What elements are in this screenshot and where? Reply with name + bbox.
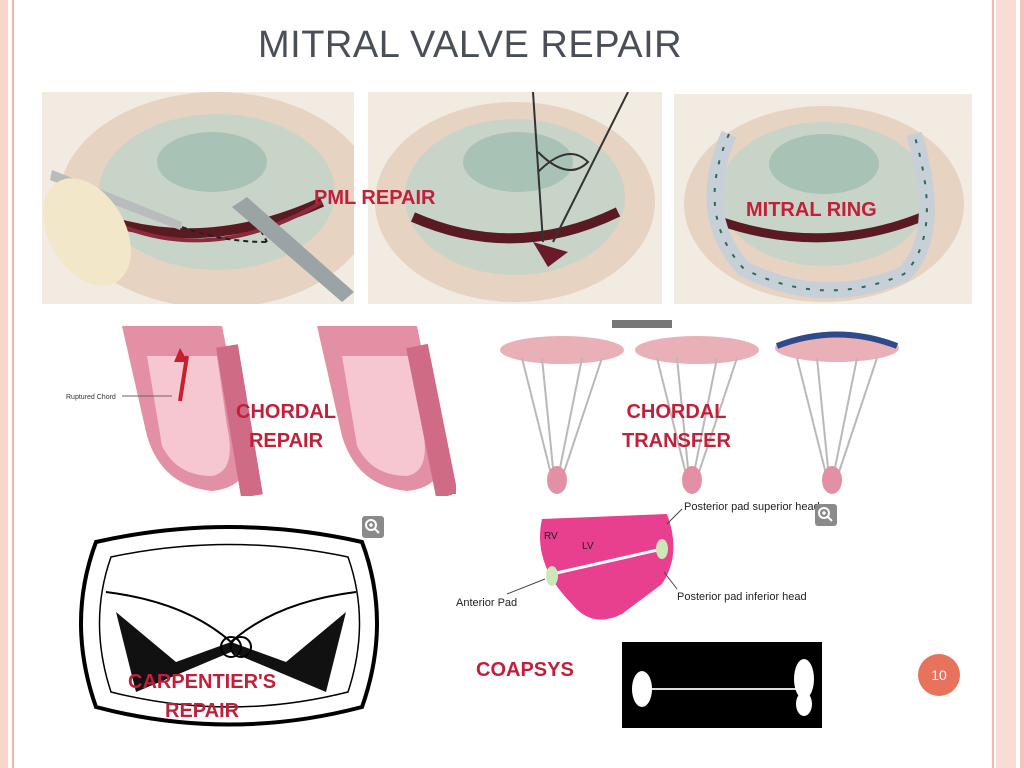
right-edge-stripe bbox=[1020, 0, 1024, 768]
coapsys-rv-label: RV bbox=[544, 531, 558, 542]
coapsys-label: COAPSYS bbox=[476, 659, 574, 681]
slide-title: MITRAL VALVE REPAIR bbox=[258, 24, 683, 66]
zoom-icon[interactable] bbox=[815, 504, 837, 526]
posterior-pad-superior-label: Posterior pad superior head bbox=[684, 501, 820, 513]
zoom-icon[interactable] bbox=[362, 516, 384, 538]
ruptured-chord-caption: Ruptured Chord bbox=[66, 394, 116, 401]
chordal-transfer-label: CHORDAL TRANSFER bbox=[622, 401, 731, 452]
mitral-ring-illustration bbox=[674, 94, 972, 304]
left-border-line bbox=[12, 0, 14, 768]
chordal-transfer-illustration bbox=[492, 318, 910, 494]
carpentier-repair-illustration bbox=[66, 512, 392, 742]
pml-repair-illustration bbox=[42, 92, 354, 304]
suture-illustration bbox=[368, 92, 662, 304]
coapsys-illustration: LV RV Posterior pad superior head Poster… bbox=[452, 494, 844, 738]
chordal-repair-label: CHORDAL REPAIR bbox=[236, 401, 336, 452]
pml-repair-label: PML REPAIR bbox=[314, 187, 436, 209]
right-border-line bbox=[992, 0, 994, 768]
carpentier-repair-label: CARPENTIER'S REPAIR bbox=[128, 671, 277, 722]
right-border-stripe bbox=[996, 0, 1016, 768]
left-border-stripe bbox=[0, 0, 8, 768]
chordal-repair-illustration: Ruptured Chord bbox=[52, 326, 456, 496]
page-number-badge: 10 bbox=[918, 654, 960, 696]
coapsys-lv-label: LV bbox=[582, 541, 594, 552]
anterior-pad-label: Anterior Pad bbox=[456, 597, 517, 609]
posterior-pad-inferior-label: Posterior pad inferior head bbox=[677, 591, 807, 603]
mitral-ring-label: MITRAL RING bbox=[746, 199, 877, 221]
